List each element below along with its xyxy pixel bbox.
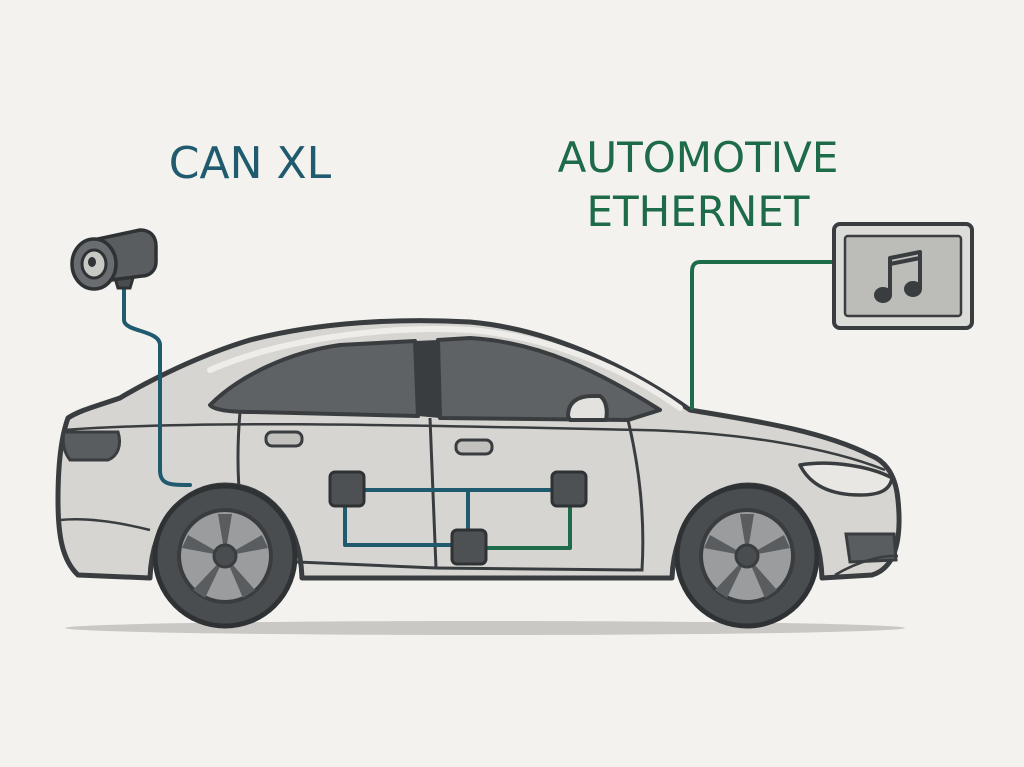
ethernet-label: ETHERNET [586,187,809,236]
ethernet-wire-display [690,260,836,410]
ecu-right [550,470,588,508]
music-note-icon [874,250,922,303]
can-xl-branch-left [343,503,457,547]
front-bumper-line [834,554,899,577]
tail-light [61,430,122,462]
infotainment-display [832,222,974,330]
can-xl-label: CAN XL [169,138,332,189]
front-grille [844,532,898,564]
ground-shadow [65,621,905,635]
ecu-left [328,470,366,508]
front-door-line [435,419,645,572]
can-xl-network [122,283,555,547]
automotive-label: AUTOMOTIVE [558,133,839,182]
security-camera-icon [70,228,158,291]
headlight [798,461,894,497]
ethernet-branch-right [486,506,572,550]
b-pillar [415,340,440,418]
body-crease [63,422,886,472]
rear-door-handle [264,430,304,448]
can-xl-wire-camera [122,283,192,487]
rear-bumper-line [59,518,151,532]
ecu-center [450,528,488,566]
side-mirror [566,394,609,422]
ethernet-network [486,260,836,550]
rear-wheel [152,483,298,629]
roof-line [207,326,683,411]
rear-window [208,339,420,418]
front-wheel [674,483,820,629]
front-door-handle [454,438,494,456]
